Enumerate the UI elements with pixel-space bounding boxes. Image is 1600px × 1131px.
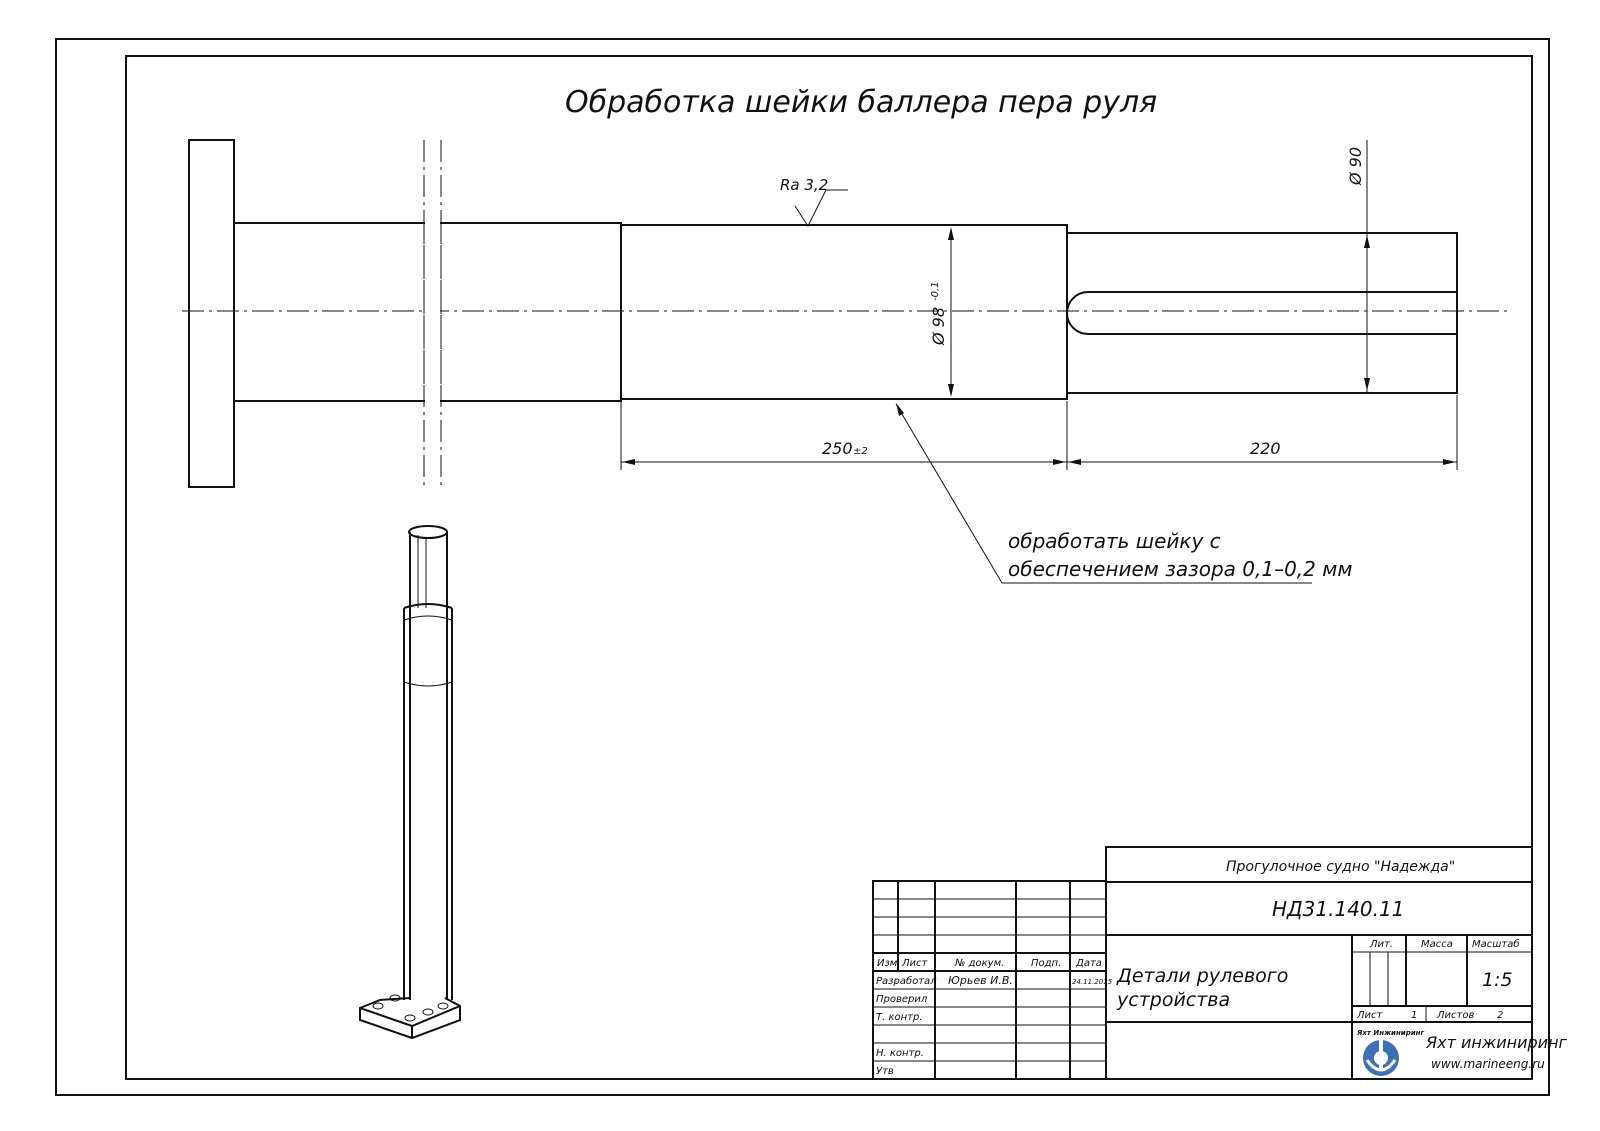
outer-frame — [55, 38, 1550, 1096]
shaft-flange — [188, 139, 235, 488]
tb-doc-number: НД31.140.11 — [1272, 897, 1404, 921]
tb-row-approved: Утв — [876, 1066, 894, 1077]
tb-developer-name: Юрьев И.В. — [948, 974, 1013, 987]
tb-col-izm: Изм — [877, 958, 898, 969]
tb-row-developed: Разработал — [876, 975, 937, 987]
dim-d90-label: Ø 90 — [1346, 147, 1365, 186]
anchor-gear-logo-icon — [1363, 1040, 1399, 1076]
roughness-symbol — [794, 189, 848, 228]
tb-sheets-label: Листов — [1436, 1010, 1474, 1021]
arrow-d90-bottom — [1364, 378, 1370, 391]
tb-row-tcontrol: Т. контр. — [876, 1012, 923, 1023]
note-line-2: обеспечением зазора 0,1–0,2 мм — [1008, 557, 1352, 581]
dim-220-label: 220 — [1250, 439, 1281, 458]
dim-d98-tolerance: -0,1 — [930, 281, 941, 301]
tb-company-name: Яхт инжиниринг — [1425, 1033, 1568, 1052]
arrow-d90-top — [1364, 235, 1370, 248]
tb-col-doc: № докум. — [954, 958, 1004, 969]
drawing-title: Обработка шейки баллера пера руля — [565, 85, 1157, 120]
note-line-1: обработать шейку с — [1008, 529, 1221, 553]
tb-row-checked: Проверил — [876, 994, 928, 1005]
isometric-shaft-view — [359, 525, 461, 1040]
tb-mass-label: Масса — [1421, 939, 1453, 950]
tb-col-list: Лист — [901, 958, 929, 969]
break-gap — [425, 222, 440, 402]
note-leader-arrow — [896, 403, 904, 416]
tb-sheet-value: 1 — [1411, 1010, 1417, 1021]
shaft-end — [1066, 232, 1458, 394]
keyway-slot — [1066, 291, 1457, 335]
roughness-label: Ra 3,2 — [780, 176, 828, 194]
tb-developed-date: 24.11.2015 — [1072, 978, 1113, 986]
arrow-d98-top — [948, 227, 954, 240]
tb-sheets-value: 2 — [1497, 1010, 1503, 1021]
title-block — [872, 846, 1533, 1080]
tb-col-sign: Подп. — [1031, 958, 1061, 969]
tb-doc-title-1: Детали рулевого — [1116, 965, 1288, 987]
tb-lit-label: Лит. — [1369, 939, 1393, 950]
shaft-journal — [620, 224, 1068, 400]
dim-d98-label: Ø 98 — [929, 307, 948, 346]
tb-company-site: www.marineeng.ru — [1431, 1057, 1545, 1071]
tb-col-date: Дата — [1075, 958, 1102, 969]
tb-logo-caption: Яхт Инжиниринг — [1356, 1029, 1424, 1037]
tb-row-ncontrol: Н. контр. — [876, 1048, 924, 1059]
arrow-220-left — [1068, 459, 1081, 465]
dim-250-label: 250 — [822, 439, 853, 458]
tb-scale-label: Масштаб — [1472, 938, 1520, 950]
note-leader — [895, 403, 1312, 584]
arrow-d98-bottom — [948, 384, 954, 397]
tb-sheet-label: Лист — [1356, 1010, 1384, 1021]
dim-250-tolerance: ±2 — [853, 446, 868, 457]
tb-project: Прогулочное судно "Надежда" — [1226, 859, 1455, 875]
arrow-220-right — [1443, 459, 1456, 465]
arrow-250-left — [622, 459, 635, 465]
arrow-250-right — [1053, 459, 1066, 465]
inner-frame — [125, 55, 1533, 1080]
tb-doc-title-2: устройства — [1116, 989, 1230, 1011]
tb-scale-value: 1:5 — [1482, 969, 1513, 991]
